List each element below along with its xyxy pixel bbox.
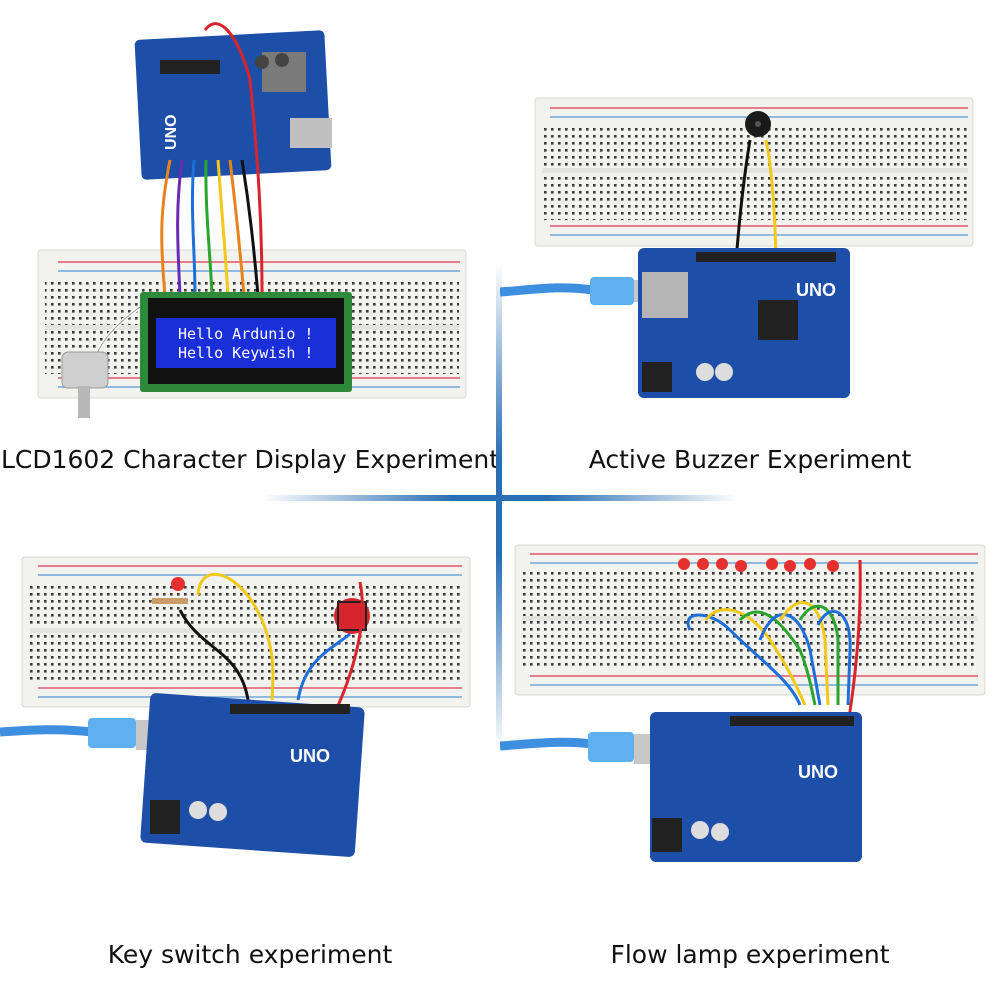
caption-lcd: LCD1602 Character Display Experiment — [0, 445, 500, 474]
board-model-label: UNO — [163, 114, 180, 150]
horizontal-divider — [262, 495, 738, 501]
buzzer-experiment-panel: UNO Active Buzzer Experiment — [500, 0, 1000, 500]
key-experiment-panel: UNO Key switch experiment — [0, 500, 500, 1000]
caption-buzzer: Active Buzzer Experiment — [588, 445, 912, 474]
flow-experiment-panel: UNO Flow lamp experiment — [500, 500, 1000, 1000]
caption-key: Key switch experiment — [107, 940, 393, 969]
caption-flow: Flow lamp experiment — [610, 940, 890, 969]
key-experiment-image: UNO — [0, 556, 471, 857]
vertical-divider — [496, 262, 502, 752]
lcd-experiment-image: UNO Hello Ardunio ! Hello Keywish ! — [37, 22, 467, 418]
board-model-label: UNO — [796, 280, 836, 300]
lcd-line-2: Hello Keywish ! — [178, 344, 313, 362]
board-model-label: UNO — [798, 762, 838, 782]
lcd-line-1: Hello Ardunio ! — [178, 325, 313, 343]
buzzer-experiment-image: UNO — [500, 97, 974, 398]
flow-experiment-image: UNO — [500, 544, 986, 862]
lcd-experiment-panel: UNO Hello Ardunio ! Hello Keywish ! LCD1… — [0, 0, 500, 500]
board-model-label: UNO — [290, 746, 330, 766]
